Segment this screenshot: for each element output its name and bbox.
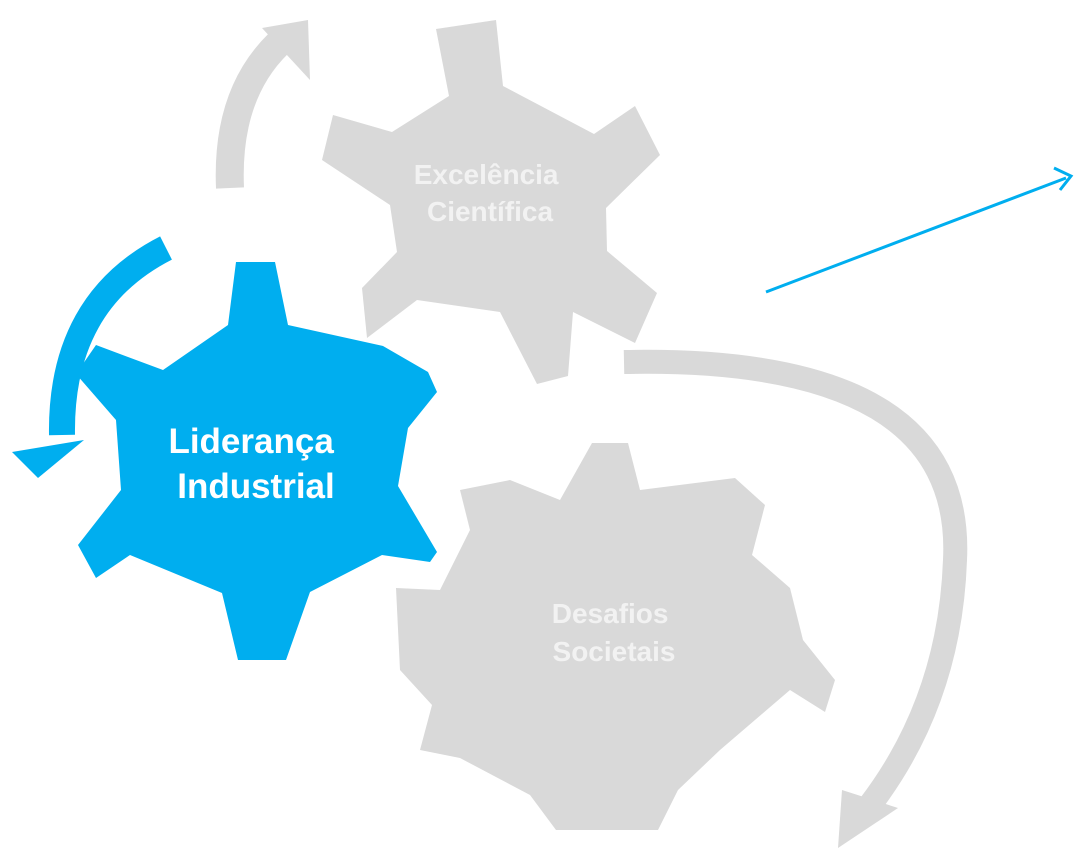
gear-societal-shape xyxy=(396,443,835,830)
gear-industrial: Liderança Industrial xyxy=(76,262,437,660)
gear-societal-label-line2: Societais xyxy=(553,636,676,667)
gear-industrial-shape xyxy=(76,262,437,660)
gear-excellence-label-line1: Excelência xyxy=(414,159,559,190)
gear-excellence-label-line2: Científica xyxy=(427,196,553,227)
pointer-arrow xyxy=(765,166,1074,294)
gear-industrial-label-line1: Liderança xyxy=(168,422,334,461)
gear-excellence-shape xyxy=(322,20,660,384)
arrow-right-arc xyxy=(623,349,968,848)
arrow-top-left xyxy=(215,20,310,189)
svg-text:Excelência Científica: Excelência Científica xyxy=(414,159,567,227)
gear-societal: Desafios Societais xyxy=(396,443,835,830)
gear-industrial-label-line2: Industrial xyxy=(177,467,335,506)
svg-text:Liderança Industrial: Liderança Industrial xyxy=(168,422,343,506)
gear-societal-label-line1: Desafios xyxy=(552,598,669,629)
arrow-left-blue xyxy=(12,236,173,478)
svg-text:Desafios Societais: Desafios Societais xyxy=(552,598,677,667)
gear-excellence: Excelência Científica xyxy=(322,20,660,384)
